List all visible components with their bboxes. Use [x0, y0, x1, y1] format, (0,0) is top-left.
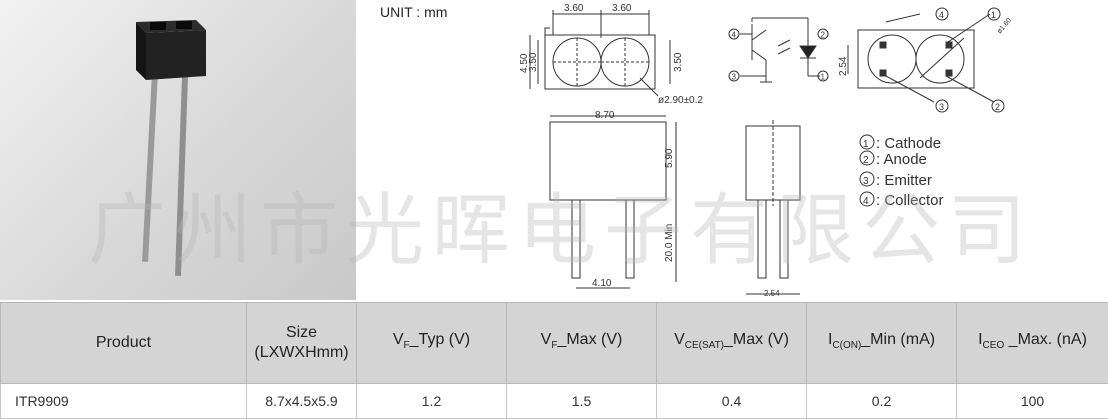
legend-num-3: 3	[863, 176, 869, 187]
product-photo	[0, 0, 356, 300]
dim-lead-spacing: 4.10	[592, 278, 612, 289]
dim-lead-length: 20.0 Min	[664, 224, 675, 262]
header-iceo-max: ICEO _Max. (nA)	[957, 303, 1108, 384]
legend-num-1: 1	[863, 139, 869, 150]
pin-label-2: 2	[821, 31, 826, 40]
table-row: ITR9909 8.7x4.5x5.9 1.2 1.5 0.4 0.2 100	[1, 384, 1108, 419]
header-size: Size(LXWXHmm)	[247, 303, 357, 384]
legend-emitter: : Emitter	[876, 172, 932, 189]
circuit-schematic	[740, 18, 820, 82]
dim-pin-diameter: ø1.60	[996, 17, 1013, 35]
spec-table: Product Size(LXWXHmm) VF_Typ (V) VF_Max …	[0, 302, 1108, 419]
dim-pitch: 2.54	[838, 56, 849, 76]
bottom-pin-4: 4	[939, 10, 944, 20]
legend-collector: : Collector	[876, 192, 944, 209]
legend-anode: : Anode	[876, 151, 927, 168]
bottom-pin-3: 3	[939, 102, 944, 112]
cell-ic-on-min: 0.2	[807, 384, 957, 419]
cell-product: ITR9909	[1, 384, 247, 419]
header-vf-typ: VF_Typ (V)	[357, 303, 507, 384]
legend-cathode: : Cathode	[876, 135, 941, 152]
pin-legend: 1 : Cathode 2 : Anode 3 : Emitter 4 : Co…	[860, 135, 944, 209]
bottom-pin-2: 2	[995, 102, 1000, 112]
legend-num-4: 4	[863, 196, 869, 207]
side-view	[746, 120, 800, 294]
header-vce-sat-max: VCE(SAT)_Max (V)	[657, 303, 807, 384]
pin-label-1: 1	[821, 73, 826, 82]
cell-vf-max: 1.5	[507, 384, 657, 419]
sensor-photo-image	[0, 0, 356, 300]
bottom-pin-labels: 4 1 3 2	[936, 8, 1004, 112]
dim-length: 8.70	[595, 110, 615, 121]
front-view	[550, 116, 676, 288]
dim-width-a: 3.60	[564, 3, 584, 14]
pin-label-4: 4	[732, 31, 737, 40]
table-header-row: Product Size(LXWXHmm) VF_Typ (V) VF_Max …	[1, 303, 1108, 384]
legend-num-2: 2	[863, 155, 869, 166]
dim-hole-diameter: ø2.90±0.2	[658, 95, 703, 106]
header-product: Product	[1, 303, 247, 384]
top-view	[530, 10, 670, 89]
bottom-pin-1: 1	[991, 10, 996, 20]
dim-side-pitch: 2.54	[764, 289, 780, 298]
dim-width-b: 3.60	[612, 3, 632, 14]
bottom-view	[848, 14, 994, 102]
pin-label-3: 3	[732, 73, 737, 82]
cell-vf-typ: 1.2	[357, 384, 507, 419]
schematic-pin-labels: 4 2 3 1	[729, 29, 828, 82]
cell-size: 8.7x4.5x5.9	[247, 384, 357, 419]
unit-label: UNIT : mm	[380, 4, 447, 20]
dim-height-inner-left: 3.50	[528, 52, 539, 72]
header-vf-max: VF_Max (V)	[507, 303, 657, 384]
cell-vce-sat-max: 0.4	[657, 384, 807, 419]
dim-body-height: 5.90	[664, 148, 675, 168]
header-ic-on-min: IC(ON)_Min (mA)	[807, 303, 957, 384]
cell-iceo-max: 100	[957, 384, 1108, 419]
dimension-drawing: 3.60 3.60 4.50 3.50 3.50 ø2.90±0.2 4 2 3…	[490, 0, 1108, 300]
dim-height-inner-right: 3.50	[673, 52, 684, 72]
